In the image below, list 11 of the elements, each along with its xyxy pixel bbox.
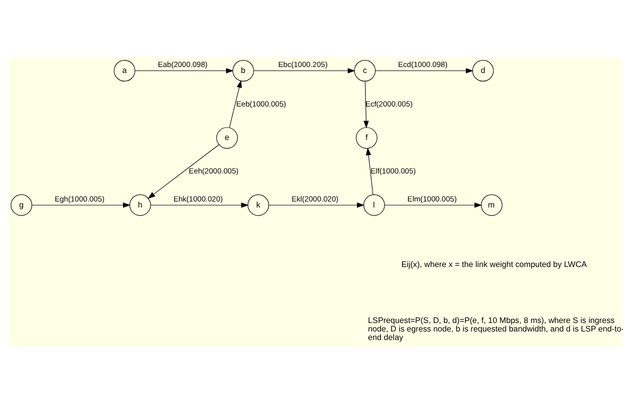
arrow xyxy=(364,81,369,128)
arrow xyxy=(375,68,474,74)
arrow xyxy=(229,80,242,128)
arrow xyxy=(254,68,356,74)
arrow xyxy=(366,148,374,195)
arrow xyxy=(32,202,131,208)
arrow xyxy=(148,144,220,199)
arrow xyxy=(150,202,249,208)
arrow xyxy=(268,202,364,208)
arrow xyxy=(384,202,482,208)
arrow xyxy=(134,68,234,74)
